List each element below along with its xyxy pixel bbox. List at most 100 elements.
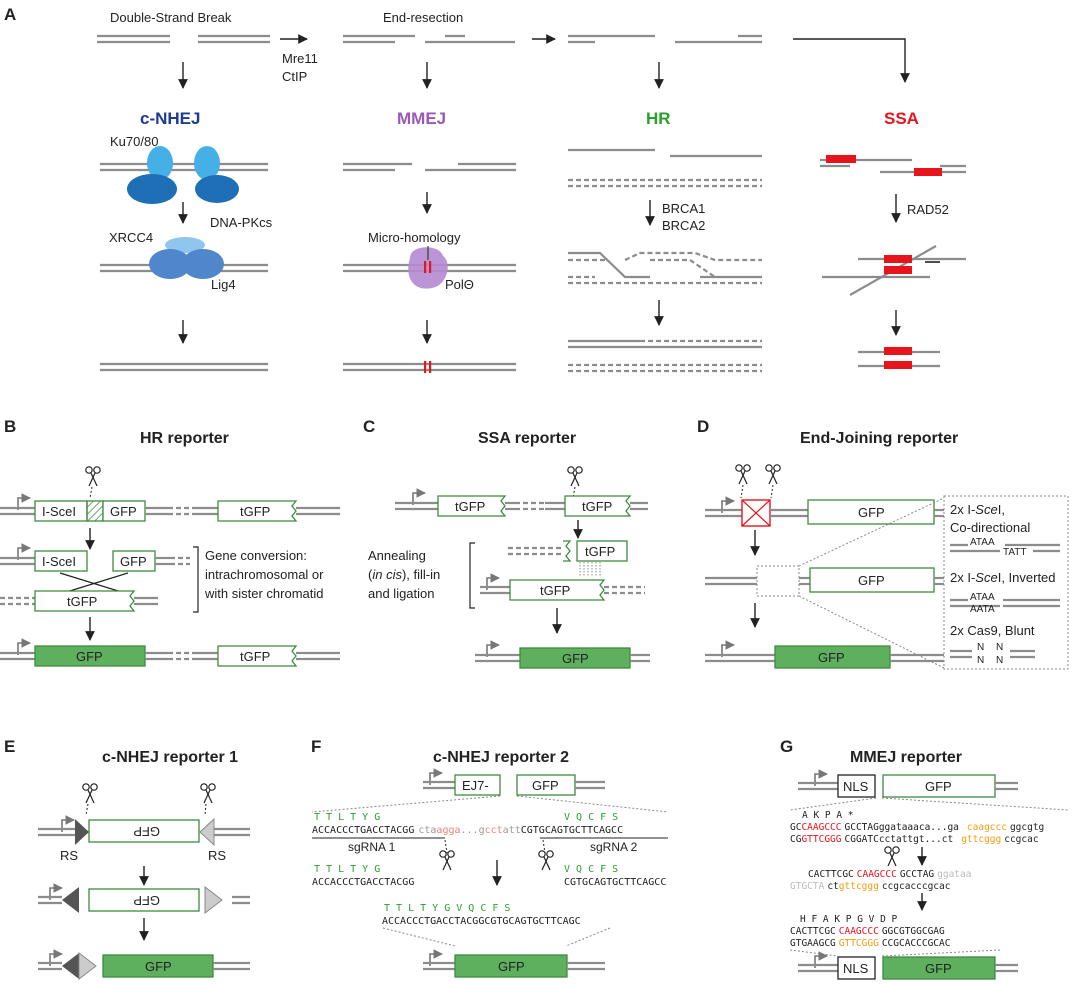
isce-label-2: I-SceI — [42, 554, 76, 569]
options-box — [943, 495, 1069, 670]
dsb-label: Double-Strand Break — [110, 10, 232, 25]
panel-d-letter: D — [697, 417, 709, 436]
gfp-box-d — [807, 499, 935, 525]
iscei-site — [86, 500, 104, 522]
hr-product — [568, 339, 762, 373]
hr-title: HR — [646, 109, 671, 128]
opt3-n4: N — [996, 655, 1003, 666]
rs-left-triangle — [75, 819, 89, 845]
tgfp-label-c1: tGFP — [455, 499, 485, 514]
panel-e: E c-NHEJ reporter 1 GFP RS RS GFP GFP — [4, 737, 250, 981]
scissors-icon — [85, 466, 101, 487]
mmej-resected — [343, 162, 516, 172]
poltheta-label: PolΘ — [445, 277, 474, 292]
tgfp-final-box — [217, 645, 298, 667]
tgfp-box-c3 — [576, 540, 628, 562]
gfp-label-f: GFP — [532, 778, 559, 793]
gfp-reversed-label: GFP — [133, 824, 160, 839]
panel-e-letter: E — [4, 737, 15, 756]
gfp-final-label-c: GFP — [562, 651, 589, 666]
opt1-title: 2x I-SceI, — [950, 502, 1005, 517]
annealing-label-2: (in cis), fill-in — [368, 567, 440, 582]
ssa-reporter-title: SSA reporter — [478, 430, 576, 447]
opt2-seq1: ATAA — [970, 592, 995, 603]
mmej-reporter-title: MMEJ reporter — [850, 749, 962, 766]
opt2-seq2: AATA — [970, 604, 995, 615]
gfp-final-box-d — [774, 645, 891, 669]
scissors-icon-e2 — [200, 783, 216, 804]
ssa-resected — [820, 155, 966, 176]
xrcc4-lig4-complex — [100, 237, 268, 279]
panel-d: D End-Joining reporter GFP GFP GFP 2x I-… — [697, 417, 1069, 670]
dna-seq-right-cut: CGTGCAGTGCTTCAGCC — [564, 877, 666, 888]
resected-dna-2 — [568, 34, 762, 44]
gfp-box-g — [882, 774, 996, 798]
ej7-label: EJ7- — [462, 778, 489, 793]
tgfp-box-2 — [34, 590, 136, 612]
hr-reporter-title: HR reporter — [140, 430, 229, 447]
rs-right-triangle — [199, 817, 215, 847]
gfp-final-label-f: GFP — [498, 959, 525, 974]
gfp-reversed-box — [88, 819, 200, 843]
gfp-final-box-g — [882, 956, 996, 980]
cnhej2-title: c-NHEJ reporter 2 — [433, 749, 569, 766]
gfp-label: GFP — [110, 504, 137, 519]
gc-line3: with sister chromatid — [204, 586, 323, 601]
tgfp-box-c4 — [509, 579, 606, 601]
gfp-final-box — [34, 645, 146, 667]
dna-seq-left-cut: ACCACCCTGACCTACGG — [312, 877, 414, 888]
gfp-box-d2 — [809, 567, 935, 593]
tgfp-box-c2 — [564, 495, 632, 517]
scissors-icon-g — [884, 846, 900, 867]
gfp-final-box-c — [519, 647, 631, 669]
dna-seq-final: ACCACCCTGACCTACGGCGTGCAGTGCTTCAGC — [382, 916, 581, 927]
gfp-label-d2: GFP — [858, 573, 885, 588]
panel-c: C SSA reporter tGFP tGFP tGFP tGFP Annea… — [363, 417, 650, 669]
arrow-to-ssa — [793, 38, 910, 83]
sgrna2-label: sgRNA 2 — [590, 840, 638, 854]
panel-b-letter: B — [4, 417, 16, 436]
cnhej1-title: c-NHEJ reporter 1 — [102, 749, 238, 766]
gc-line1: Gene conversion: — [205, 548, 307, 563]
brca2-label: BRCA2 — [662, 218, 705, 233]
opt1-seq2: TATT — [1003, 547, 1027, 558]
annealing-label-3: and ligation — [368, 586, 435, 601]
aa-seq-final: T T L T Y G V Q C F S — [384, 903, 510, 914]
hr-resected — [568, 148, 762, 188]
tgfp-box-c1 — [437, 495, 507, 517]
scissors-icon-d2 — [765, 464, 781, 485]
opt3-n3: N — [996, 642, 1003, 653]
gfp-final-label-g: GFP — [925, 961, 952, 976]
annealing-bracket — [469, 542, 475, 609]
gfp-final-box-f — [454, 954, 568, 978]
gfp-label-g: GFP — [925, 779, 952, 794]
tgfp-label-2: tGFP — [67, 594, 97, 609]
cnhej-title: c-NHEJ — [140, 109, 200, 128]
scissors-icon-e1 — [82, 783, 98, 804]
dsb-dna — [97, 34, 270, 44]
scissors-icon-d1 — [735, 464, 751, 485]
gfp-final-label: GFP — [76, 649, 103, 664]
isce-label: I-SceI — [42, 504, 76, 519]
hr-strand-invasion — [568, 251, 762, 285]
lig4-label: Lig4 — [211, 277, 236, 292]
sgrna1-label: sgRNA 1 — [348, 840, 396, 854]
aa-seq-left-cut: T T L T Y G — [314, 864, 380, 875]
aa-seq-g2: H F A K P G V D P — [800, 914, 898, 925]
rs-left-label: RS — [60, 848, 78, 863]
nls-label: NLS — [843, 779, 869, 794]
rs-right-label: RS — [208, 848, 226, 863]
tgfp-label: tGFP — [240, 504, 270, 519]
scissors-icon-c — [567, 466, 583, 487]
panel-g-letter: G — [780, 737, 793, 756]
gfp-final-label-d: GFP — [818, 650, 845, 665]
tgfp-box — [217, 500, 298, 522]
mmej-title: MMEJ — [397, 109, 446, 128]
panel-a-letter: A — [4, 5, 16, 24]
mre11-label: Mre11 — [282, 51, 318, 66]
ssa-annealing — [822, 245, 966, 296]
ku-label: Ku70/80 — [110, 134, 158, 149]
